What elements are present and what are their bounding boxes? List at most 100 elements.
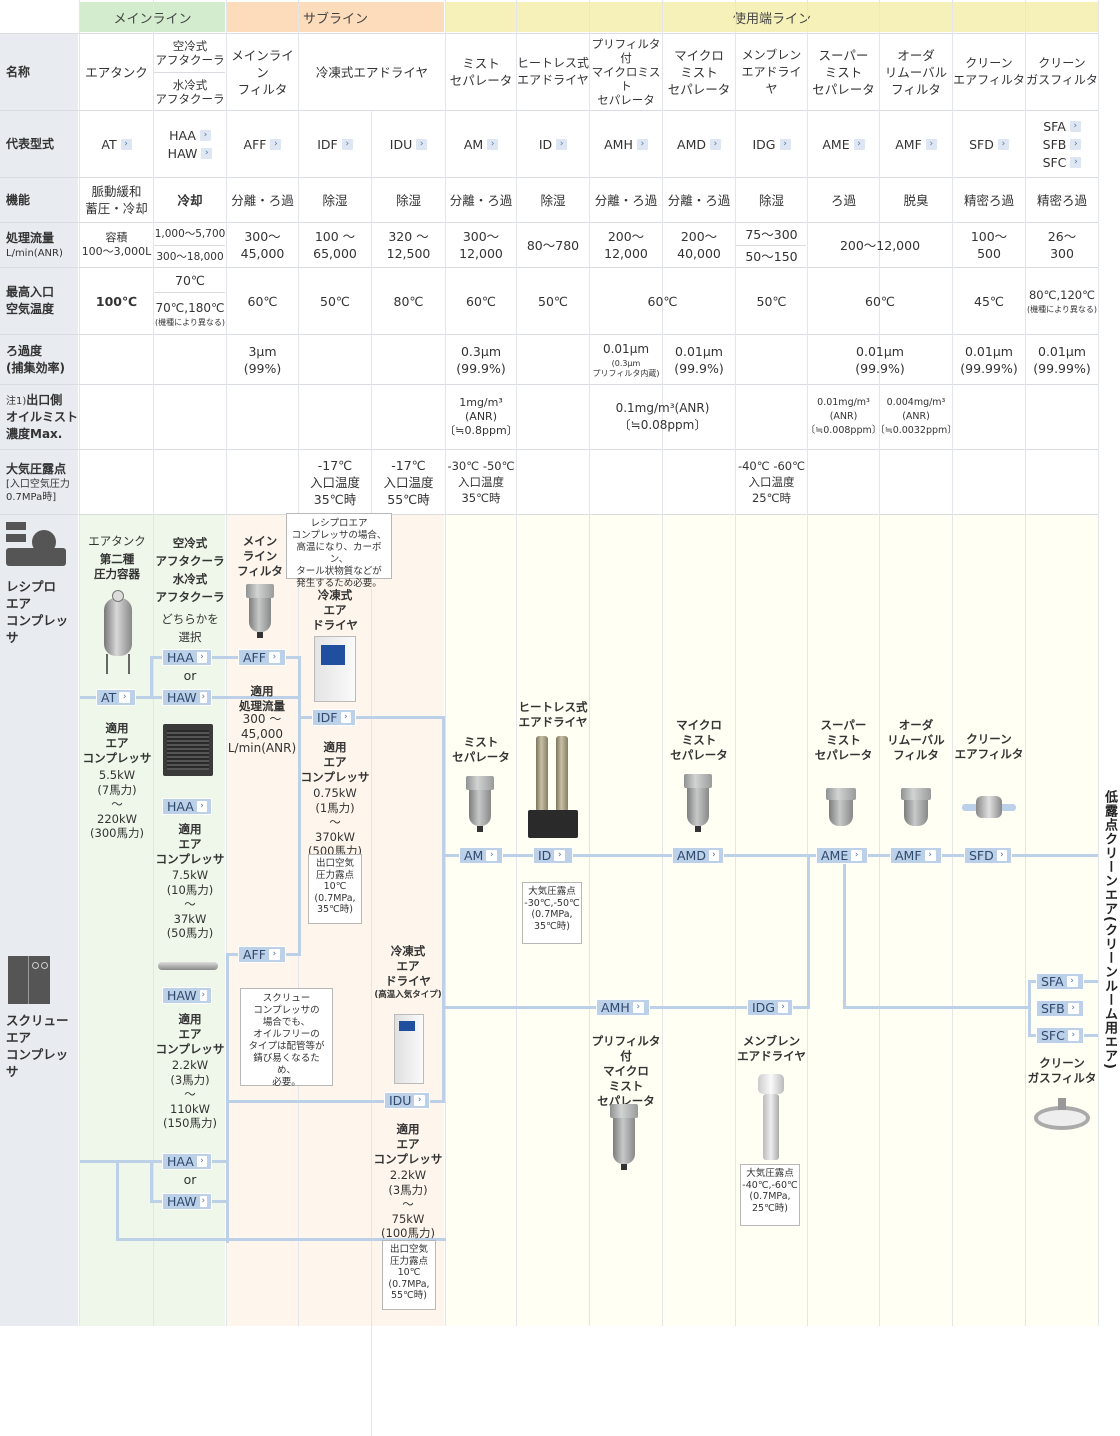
model-amf[interactable]: AMF›	[880, 111, 952, 177]
chevron-right-icon: ›	[636, 138, 648, 150]
temp-sfx: 80℃,120℃(機種により異なる)	[1026, 288, 1098, 314]
model-idf[interactable]: IDF›	[299, 111, 371, 177]
am-filter-icon	[466, 776, 494, 834]
diagram-idg-badge[interactable]: IDG›	[747, 999, 793, 1016]
idf-dew-note: 出口空気 圧力露点 10℃ (0.7MPa, 35℃時)	[308, 854, 362, 924]
idu-dryer-icon	[394, 1014, 424, 1084]
temp-am: 60℃	[466, 293, 496, 309]
diagram-haa-badge-2[interactable]: HAA›	[162, 798, 212, 815]
model-sfd[interactable]: SFD›	[953, 111, 1025, 177]
diagram-sfb-badge[interactable]: SFB›	[1036, 1000, 1084, 1017]
name-amh: プリフィルタ付 マイクロミスト セパレータ	[591, 37, 661, 107]
model-sfx[interactable]: SFA›SFB›SFC›	[1026, 111, 1098, 177]
idu-dew-note: 出口空気 圧力露点 10℃ (0.7MPa, 55℃時)	[382, 1240, 436, 1310]
diagram-idf-badge[interactable]: IDF›	[312, 709, 356, 726]
id-title: ヒートレス式 エアドライヤ	[518, 700, 588, 729]
chevron-right-icon: ›	[851, 850, 863, 861]
name-at: エアタンク	[85, 64, 148, 80]
diagram-sfc-badge[interactable]: SFC›	[1036, 1027, 1084, 1044]
chevron-right-icon: ›	[486, 850, 498, 861]
flow-idu: 320 〜 12,500	[386, 229, 431, 261]
chevron-right-icon: ›	[556, 138, 568, 150]
diagram-haa-badge-1[interactable]: HAA›	[162, 649, 212, 666]
or-1: or	[183, 668, 197, 683]
chevron-right-icon: ›	[1070, 138, 1082, 150]
model-am[interactable]: AM›	[446, 111, 516, 177]
func-sfd: 精密ろ過	[963, 192, 1014, 208]
cooler-choice: どちらかを 選択	[161, 612, 219, 644]
diagram-haw-badge-3[interactable]: HAW›	[162, 1193, 212, 1210]
at-applied-range: 5.5kW (7馬力) 〜 220kW (300馬力)	[90, 768, 144, 840]
diagram-id-badge[interactable]: ID›	[533, 847, 573, 864]
diagram-am-badge[interactable]: AM›	[459, 847, 503, 864]
model-at[interactable]: AT›	[80, 111, 153, 177]
temp-haw: 70℃,180℃(機種により異なる)	[154, 300, 226, 327]
flow-am: 300〜 12,000	[459, 229, 503, 261]
flow-id: 80〜780	[526, 237, 580, 253]
amd-filter-icon	[684, 774, 712, 834]
chevron-right-icon: ›	[120, 138, 132, 150]
sfd-filter-icon	[962, 796, 1016, 818]
screw-compressor-icon	[8, 956, 50, 1004]
idg-dryer-icon	[758, 1074, 784, 1162]
diagram-ame-badge[interactable]: AME›	[816, 847, 868, 864]
diagram-haw-badge-1[interactable]: HAW›	[162, 689, 212, 706]
flow-haa: 1,000〜5,700	[154, 228, 226, 240]
temp-idu: 80℃	[393, 293, 424, 309]
flow-amh: 200〜 12,000	[604, 229, 648, 261]
filt-amh: 0.01μm(0.3μm プリフィルタ内蔵)	[592, 341, 660, 378]
chevron-right-icon: ›	[196, 801, 207, 812]
func-sfx: 精密ろ過	[1036, 192, 1087, 208]
name-haw: 水冷式 アフタクーラ	[155, 77, 225, 106]
model-aff[interactable]: AFF›	[227, 111, 298, 177]
dew-am: -30℃ -50℃ 入口温度 35℃時	[447, 459, 515, 505]
model-hax[interactable]: HAA›HAW›	[154, 111, 226, 177]
model-idu[interactable]: IDU›	[372, 111, 445, 177]
model-id[interactable]: ID›	[517, 111, 589, 177]
chevron-right-icon: ›	[1070, 156, 1082, 168]
temp-ame-amf: 60℃	[865, 293, 895, 309]
idu-applied-label: 適用 エア コンプレッサ	[373, 1122, 443, 1166]
chevron-right-icon: ›	[414, 1095, 425, 1106]
diagram-idu-badge[interactable]: IDU›	[384, 1092, 430, 1109]
model-idg[interactable]: IDG›	[736, 111, 807, 177]
diagram-aff-badge-2[interactable]: AFF›	[238, 946, 286, 963]
diagram-at-badge[interactable]: AT›	[96, 689, 136, 706]
model-ame[interactable]: AME›	[808, 111, 879, 177]
filt-sfx: 0.01μm (99.99%)	[1033, 343, 1091, 376]
diagram-sfd-badge[interactable]: SFD›	[964, 847, 1012, 864]
screw-label: スクリュー エア コンプレッサ	[6, 1013, 69, 1079]
flow-idg-b: 50〜150	[745, 249, 798, 264]
diagram-amf-badge[interactable]: AMF›	[890, 847, 942, 864]
chevron-right-icon: ›	[196, 1156, 207, 1167]
diagram-aff-badge-1[interactable]: AFF›	[238, 649, 286, 666]
flow-haw: 300〜18,000	[156, 250, 224, 263]
name-sfx: クリーン ガスフィルタ	[1026, 56, 1098, 87]
row-label-name: 名称	[0, 34, 78, 110]
model-amh[interactable]: AMH›	[590, 111, 662, 177]
diagram-amd-badge[interactable]: AMD›	[672, 847, 724, 864]
hax-applied-range-2: 2.2kW (3馬力) 〜 110kW (150馬力)	[163, 1058, 217, 1130]
diagram-sfa-badge[interactable]: SFA›	[1036, 973, 1084, 990]
temp-idf: 50℃	[320, 293, 350, 309]
func-aff: 分離・ろ過	[231, 192, 294, 208]
name-amd: マイクロ ミスト セパレータ	[667, 47, 731, 97]
ame-title: スーパー ミスト セパレータ	[814, 718, 873, 762]
diagram-haa-badge-3[interactable]: HAA›	[162, 1153, 212, 1170]
chevron-right-icon: ›	[779, 138, 791, 150]
sfx-filter-icon	[1034, 1098, 1090, 1154]
sfd-title: クリーン エアフィルタ	[954, 732, 1024, 761]
chevron-right-icon: ›	[268, 949, 280, 960]
chevron-right-icon: ›	[416, 138, 428, 150]
aff-flow-label: 適用 処理流量	[239, 684, 285, 713]
row-label-function: 機能	[0, 178, 78, 222]
diagram-haw-badge-2[interactable]: HAW›	[162, 987, 212, 1004]
diagram-amh-badge[interactable]: AMH›	[596, 999, 650, 1016]
chevron-right-icon: ›	[997, 138, 1009, 150]
idu-applied-range: 2.2kW (3馬力) 〜 75kW (100馬力)	[381, 1168, 435, 1240]
func-ame: ろ過	[830, 192, 856, 208]
model-amd[interactable]: AMD›	[663, 111, 735, 177]
chevron-right-icon: ›	[199, 129, 211, 141]
func-id: 除湿	[540, 192, 566, 208]
chevron-right-icon: ›	[270, 138, 282, 150]
